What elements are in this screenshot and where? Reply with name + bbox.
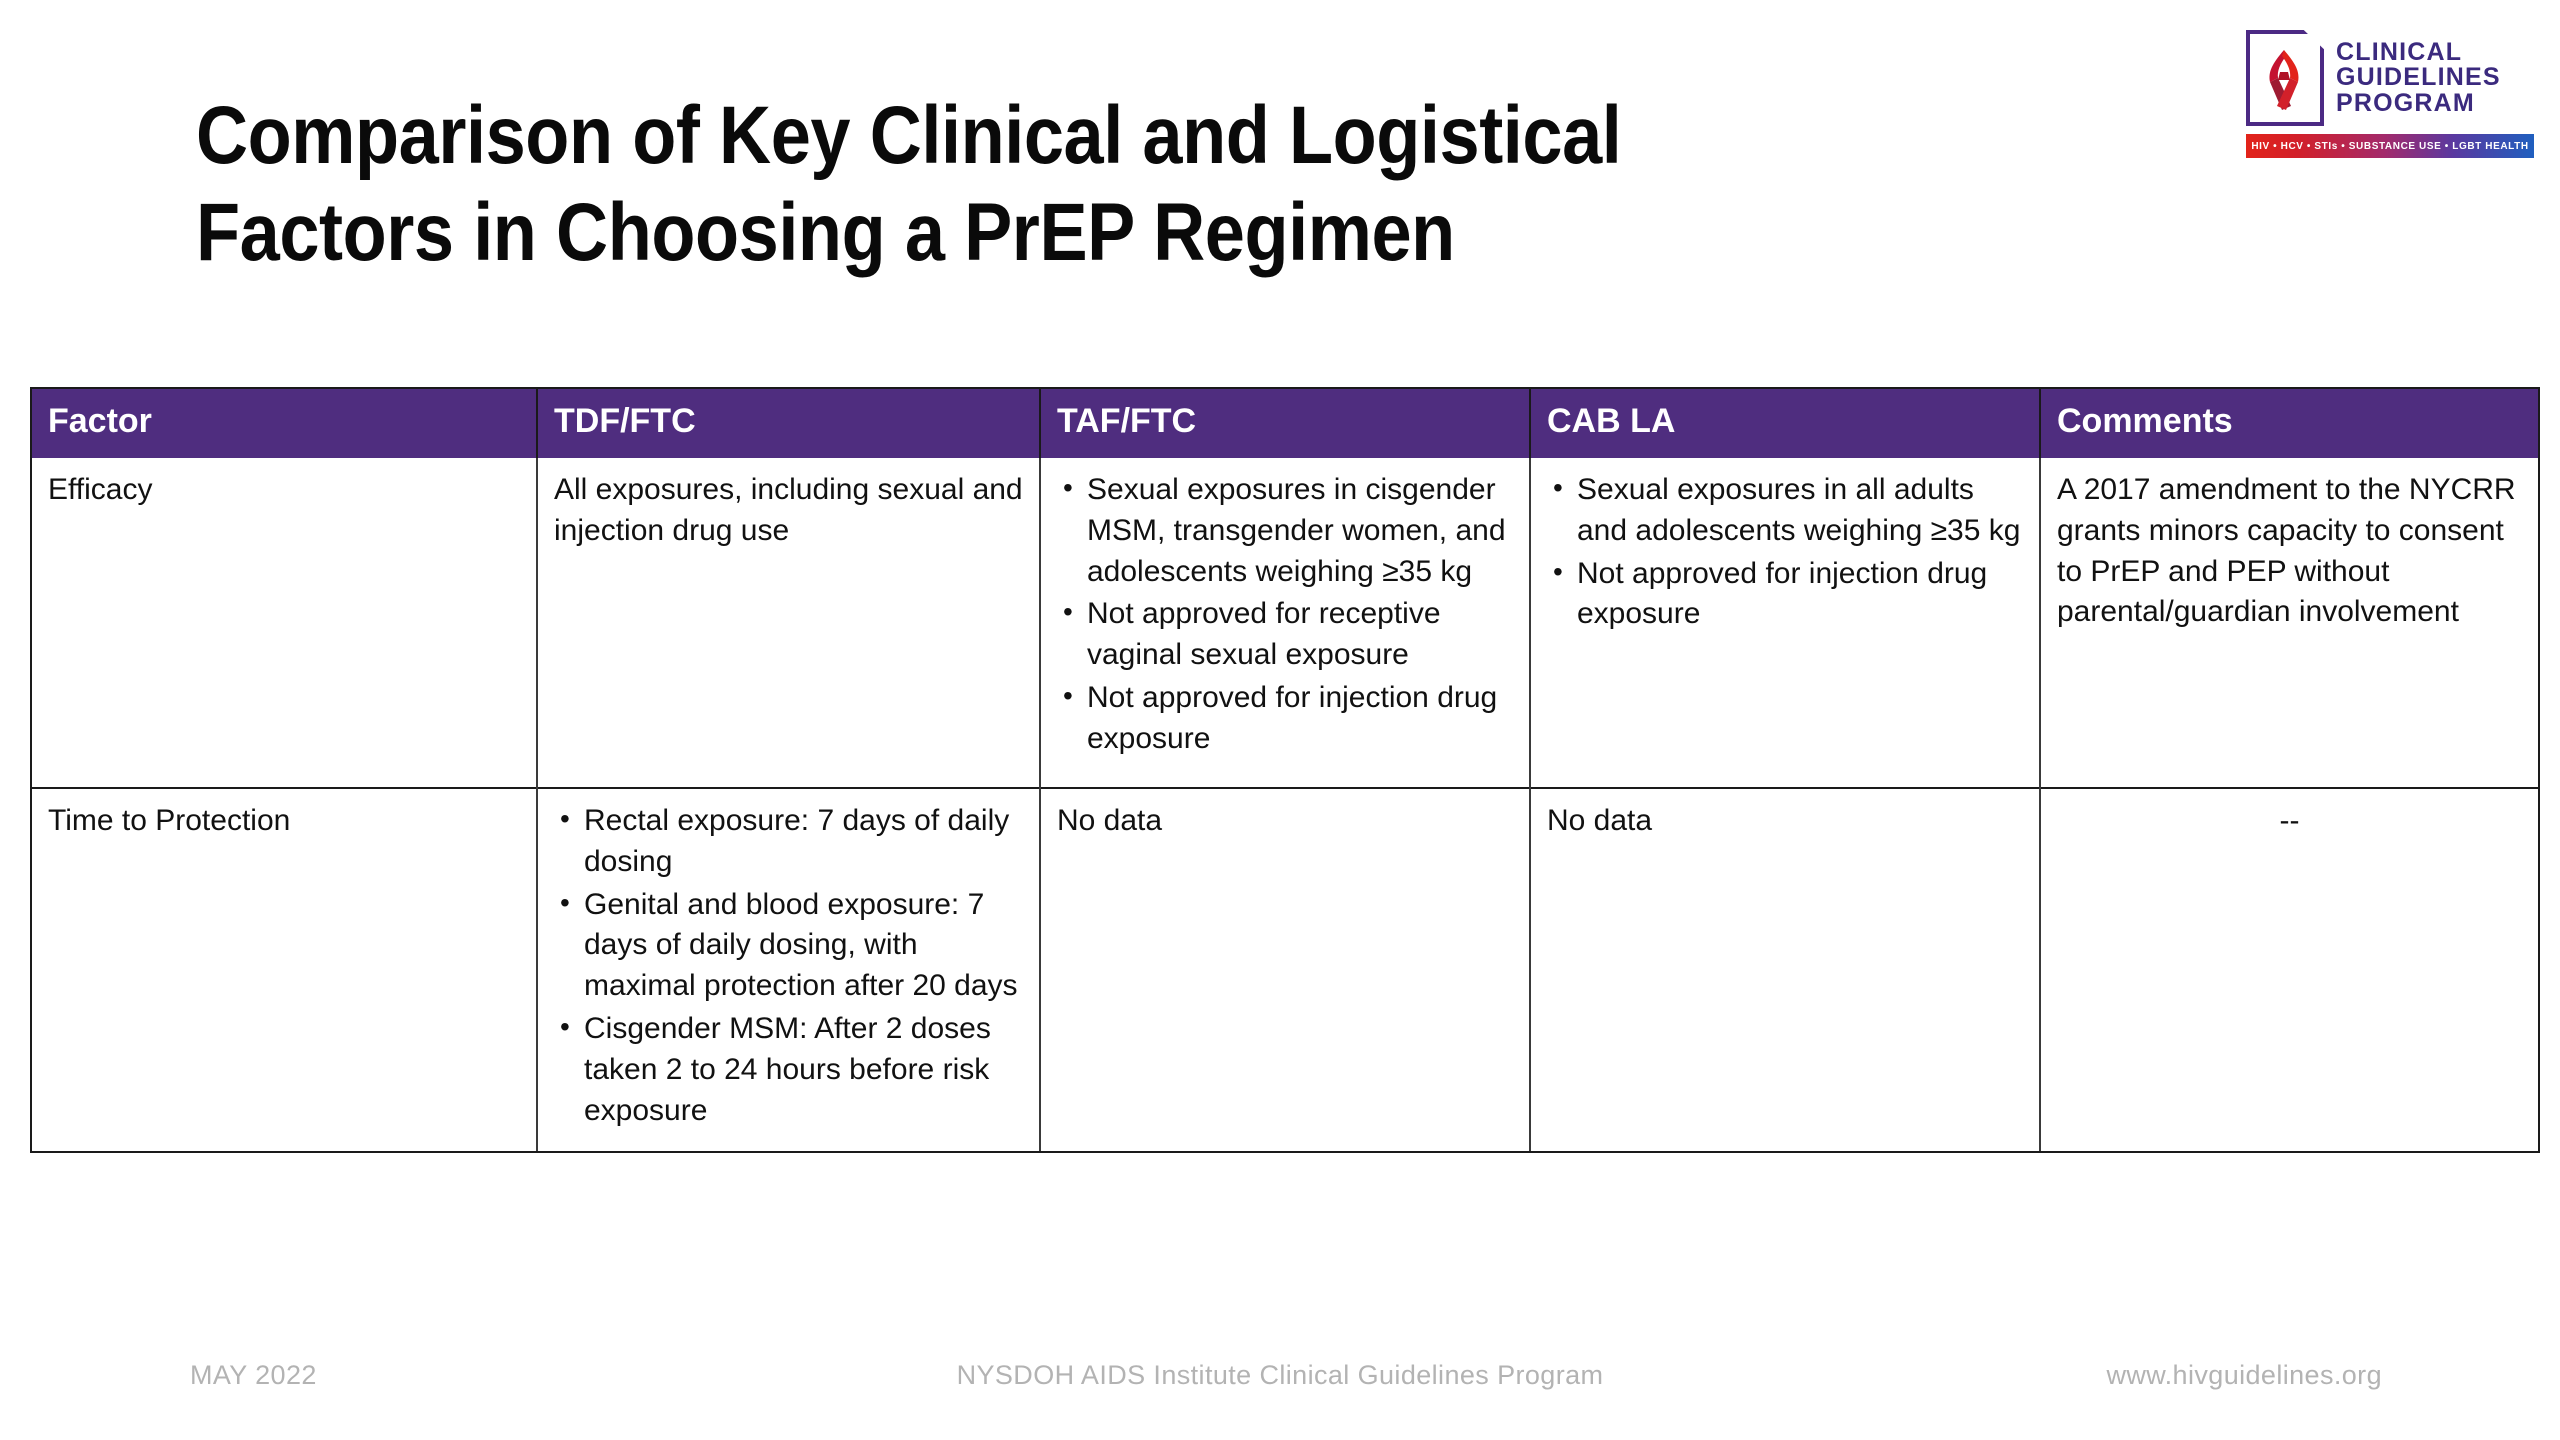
bullet-list: Sexual exposures in all adults and adole… xyxy=(1547,469,2023,636)
red-ribbon-icon xyxy=(2269,50,2299,110)
document-outline-shape xyxy=(2246,30,2324,126)
comparison-table-container: Factor TDF/FTC TAF/FTC CAB LA Comments E… xyxy=(30,387,2540,1154)
cell-taf-ftc: No data xyxy=(1040,786,1531,1152)
list-item: Not approved for receptive vaginal sexua… xyxy=(1057,593,1513,676)
cell-text: -- xyxy=(2279,804,2300,837)
logo-line-guidelines: GUIDELINES xyxy=(2336,63,2501,92)
cell-tdf-ftc: All exposures, including sexual and inje… xyxy=(537,458,1041,788)
cell-text: No data xyxy=(1057,804,1163,837)
list-item: Not approved for injection drug exposure xyxy=(1547,553,2023,636)
list-item: Rectal exposure: 7 days of daily dosing xyxy=(554,800,1023,883)
column-header-cab-la: CAB LA xyxy=(1530,389,2041,458)
column-header-factor: Factor xyxy=(32,389,538,458)
cell-text: All exposures, including sexual and inje… xyxy=(554,473,1023,547)
logo-wordmark: CLINICAL GUIDELINES PROGRAM xyxy=(2336,37,2501,117)
logo-top-row: CLINICAL GUIDELINES PROGRAM xyxy=(2246,26,2534,130)
cell-text: No data xyxy=(1547,804,1653,837)
table-row: Efficacy All exposures, including sexual… xyxy=(32,458,2538,788)
bullet-list: Sexual exposures in cisgender MSM, trans… xyxy=(1057,469,1513,760)
logo-line-clinical: CLINICAL xyxy=(2336,37,2463,66)
logo-tagline-bar: HIV • HCV • STIs • SUBSTANCE USE • LGBT … xyxy=(2246,134,2534,158)
factor-label: Time to Protection xyxy=(48,804,291,837)
list-item: Sexual exposures in all adults and adole… xyxy=(1547,469,2023,552)
table-header: Factor TDF/FTC TAF/FTC CAB LA Comments xyxy=(32,389,2538,458)
list-item: Cisgender MSM: After 2 doses taken 2 to … xyxy=(554,1008,1023,1131)
page-footer: MAY 2022 NYSDOH AIDS Institute Clinical … xyxy=(0,1360,2560,1420)
cell-comments: A 2017 amendment to the NYCRR grants min… xyxy=(2040,458,2538,788)
list-item: Sexual exposures in cisgender MSM, trans… xyxy=(1057,469,1513,592)
cell-factor: Efficacy xyxy=(32,458,538,788)
column-header-taf-ftc: TAF/FTC xyxy=(1040,389,1531,458)
table-row: Time to Protection Rectal exposure: 7 da… xyxy=(32,786,2538,1152)
cell-cab-la: Sexual exposures in all adults and adole… xyxy=(1530,458,2041,788)
cell-comments: -- xyxy=(2040,786,2538,1152)
cell-taf-ftc: Sexual exposures in cisgender MSM, trans… xyxy=(1040,458,1531,788)
cell-cab-la: No data xyxy=(1530,786,2041,1152)
cell-text: A 2017 amendment to the NYCRR grants min… xyxy=(2057,473,2516,629)
aids-ribbon-document-icon xyxy=(2246,30,2324,126)
cell-factor: Time to Protection xyxy=(32,786,538,1152)
footer-date: MAY 2022 xyxy=(190,1360,317,1390)
column-header-tdf-ftc: TDF/FTC xyxy=(537,389,1041,458)
footer-organization: NYSDOH AIDS Institute Clinical Guideline… xyxy=(956,1360,1604,1390)
bullet-list: Rectal exposure: 7 days of daily dosingG… xyxy=(554,800,1023,1131)
table-header-row: Factor TDF/FTC TAF/FTC CAB LA Comments xyxy=(32,389,2538,458)
list-item: Not approved for injection drug exposure xyxy=(1057,677,1513,760)
page-title: Comparison of Key Clinical and Logistica… xyxy=(196,90,1622,278)
list-item: Genital and blood exposure: 7 days of da… xyxy=(554,884,1023,1007)
table-body: Efficacy All exposures, including sexual… xyxy=(32,458,2538,1152)
cell-tdf-ftc: Rectal exposure: 7 days of daily dosingG… xyxy=(537,786,1041,1152)
logo-line-program: PROGRAM xyxy=(2336,88,2475,117)
factor-label: Efficacy xyxy=(48,473,153,506)
column-header-comments: Comments xyxy=(2040,389,2538,458)
clinical-guidelines-program-logo: CLINICAL GUIDELINES PROGRAM HIV • HCV • … xyxy=(2246,26,2534,158)
prep-regimen-comparison-table: Factor TDF/FTC TAF/FTC CAB LA Comments E… xyxy=(32,389,2538,1152)
footer-website: www.hivguidelines.org xyxy=(2106,1360,2382,1390)
